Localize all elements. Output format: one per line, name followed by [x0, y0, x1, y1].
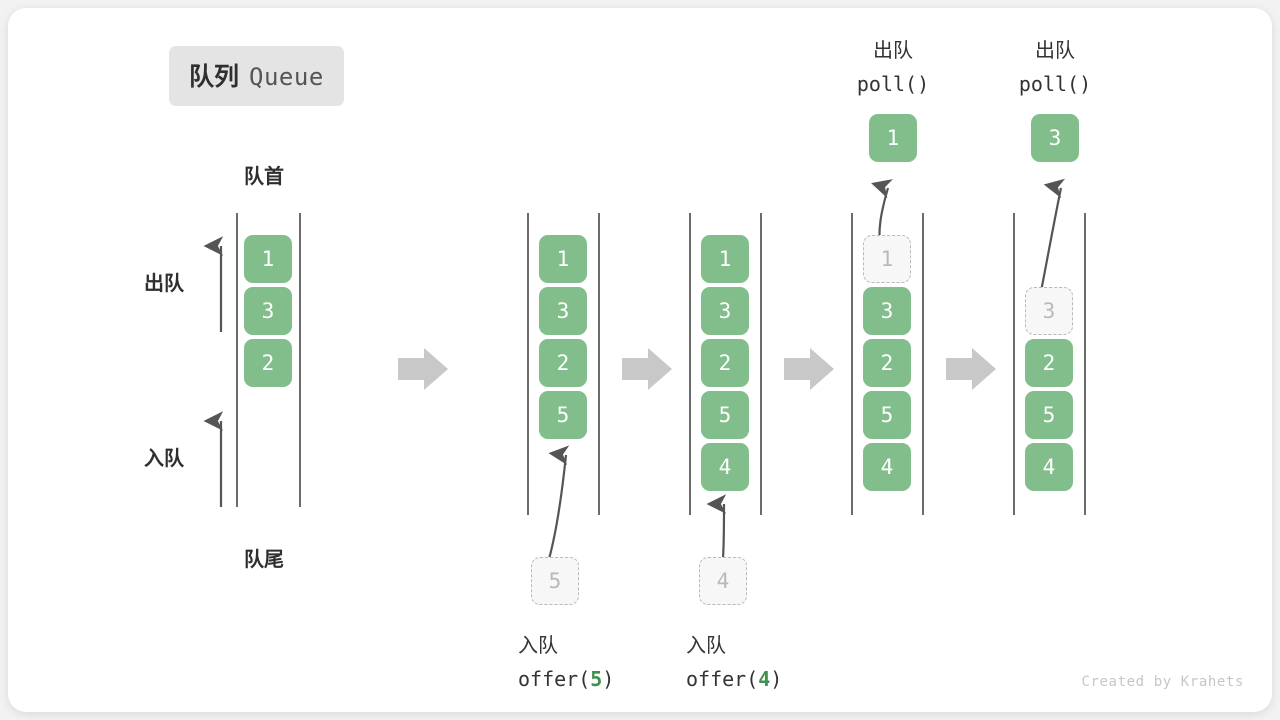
queue-cell[interactable]: 1: [701, 235, 749, 283]
dequeued-cell[interactable]: 1: [869, 114, 917, 162]
enqueue-direction-arrow-icon: [203, 411, 224, 507]
enqueue-operation-label-5: 入队 offer(5): [460, 628, 650, 696]
dequeue-fn-name: poll(): [856, 72, 930, 96]
queue-cell[interactable]: 4: [1025, 443, 1073, 491]
queue-cell[interactable]: 3: [244, 287, 292, 335]
queue-rail-right: [598, 213, 600, 515]
enqueue-fn-post: ): [602, 667, 615, 691]
enqueue-label-cn: 入队: [518, 633, 558, 657]
title-chinese: 队列: [189, 62, 240, 91]
dequeue-label-cn: 出队: [1035, 38, 1075, 62]
queue-rail-left: [236, 213, 238, 507]
queue-cell[interactable]: 5: [1025, 391, 1073, 439]
queue-rail-left: [689, 213, 691, 515]
queue-cell[interactable]: 2: [539, 339, 587, 387]
watermark-credit: Created by Krahets: [1081, 674, 1244, 690]
transition-arrow-icon: [784, 348, 834, 390]
enqueue-label-cn: 入队: [686, 633, 726, 657]
dequeue-direction-arrow-icon: [203, 236, 224, 332]
enqueue-ghost-cell: 4: [699, 557, 747, 605]
enqueue-fn-pre: offer(: [518, 667, 591, 691]
queue-rail-right: [922, 213, 924, 515]
enqueue-operation-label-4: 入队 offer(4): [628, 628, 818, 696]
queue-cell[interactable]: 2: [244, 339, 292, 387]
enqueue-direction-label: 入队: [144, 446, 184, 470]
enqueue-fn-pre: offer(: [686, 667, 759, 691]
enqueue-fn-arg: 4: [758, 667, 771, 691]
queue-rail-left: [851, 213, 853, 515]
queue-cell[interactable]: 2: [1025, 339, 1073, 387]
queue-rail-right: [299, 213, 301, 507]
diagram-title-badge: 队列 Queue: [169, 46, 344, 106]
title-english: Queue: [249, 63, 324, 91]
dequeue-operation-label-1: 出队 poll(): [803, 33, 983, 101]
queue-cell-new[interactable]: 5: [539, 391, 587, 439]
enqueue-curve-arrow-icon: [547, 445, 570, 560]
queue-rail-right: [760, 213, 762, 515]
queue-cell[interactable]: 3: [701, 287, 749, 335]
dequeue-direction-label: 出队: [144, 271, 184, 295]
queue-cell[interactable]: 2: [701, 339, 749, 387]
queue-cell[interactable]: 4: [863, 443, 911, 491]
queue-cell[interactable]: 5: [701, 391, 749, 439]
queue-rail-left: [1013, 213, 1015, 515]
queue-head-label: 队首: [244, 164, 284, 188]
enqueue-arrow-icon: [706, 494, 727, 559]
transition-arrow-icon: [398, 348, 448, 390]
queue-cell[interactable]: 1: [244, 235, 292, 283]
queue-cell-removed: 1: [863, 235, 911, 283]
transition-arrow-icon: [946, 348, 996, 390]
dequeued-cell[interactable]: 3: [1031, 114, 1079, 162]
queue-cell[interactable]: 1: [539, 235, 587, 283]
queue-cell[interactable]: 5: [863, 391, 911, 439]
queue-cell[interactable]: 3: [863, 287, 911, 335]
diagram-stage: 队列 Queue 队首 队尾 出队 入队 1 3 2: [8, 8, 1272, 712]
queue-cell-removed: 3: [1025, 287, 1073, 335]
dequeue-fn-name: poll(): [1018, 72, 1092, 96]
queue-tail-label: 队尾: [244, 547, 284, 571]
dequeue-curve-arrow-icon: [1037, 178, 1066, 303]
enqueue-fn-arg: 5: [590, 667, 603, 691]
diagram-card: 队列 Queue 队首 队尾 出队 入队 1 3 2: [8, 8, 1272, 712]
queue-cell-new[interactable]: 4: [701, 443, 749, 491]
dequeue-label-cn: 出队: [873, 38, 913, 62]
queue-cell[interactable]: 2: [863, 339, 911, 387]
queue-rail-right: [1084, 213, 1086, 515]
queue-rail-left: [527, 213, 529, 515]
queue-cell[interactable]: 3: [539, 287, 587, 335]
enqueue-ghost-cell: 5: [531, 557, 579, 605]
transition-arrow-icon: [622, 348, 672, 390]
dequeue-operation-label-3: 出队 poll(): [965, 33, 1145, 101]
enqueue-fn-post: ): [770, 667, 783, 691]
